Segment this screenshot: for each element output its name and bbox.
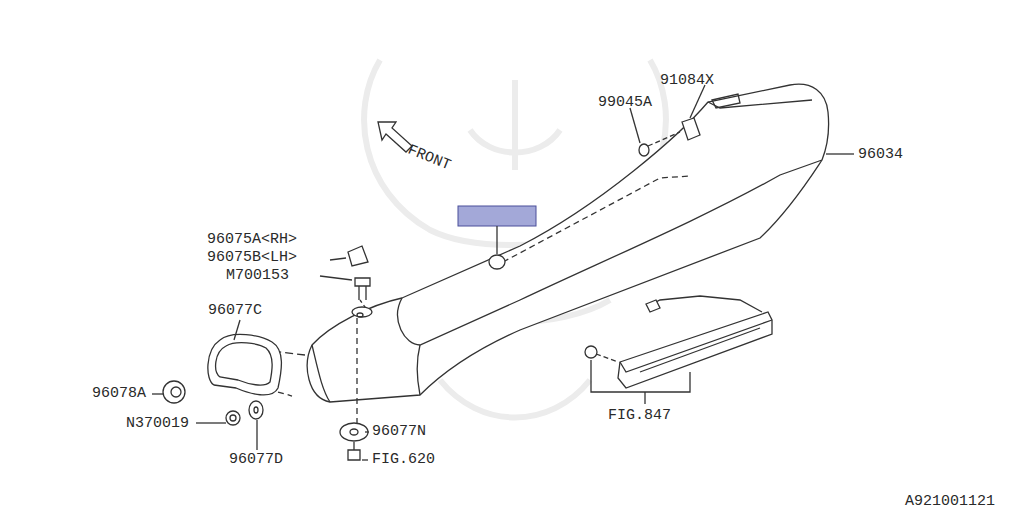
part-number: 96077D [229,452,283,468]
part-number: N370019 [126,416,189,432]
part-number: 96077C [208,303,262,319]
figure-reference: FIG.847 [608,408,671,424]
part-number: 96034 [858,147,903,163]
part-number: 96075B<LH> [207,250,297,266]
diagram-id: A921001121 [905,494,995,510]
figure-reference: FIG.620 [372,452,435,468]
part-number: 91084X [660,73,714,89]
part-number: 96077N [372,424,426,440]
direction-label: FRONT [405,143,453,175]
part-number: M700153 [226,268,289,284]
part-number: 99045A [598,95,652,111]
part-number: 96075A<RH> [207,232,297,248]
part-number: 96078A [92,386,146,402]
